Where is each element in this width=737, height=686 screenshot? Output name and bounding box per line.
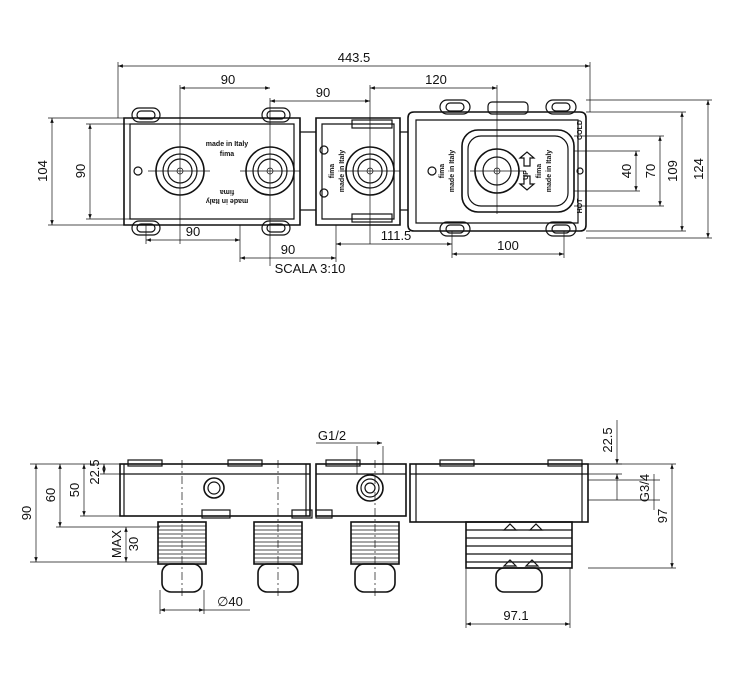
valve-stem <box>253 460 303 598</box>
top-view-lugs <box>131 99 577 237</box>
inlet-port <box>356 474 384 502</box>
dim-40: 40 <box>619 164 634 178</box>
dim-104: 104 <box>35 160 50 182</box>
stamp-text: fima <box>220 188 235 195</box>
dim-50: 50 <box>67 483 82 497</box>
dim-97: 97 <box>655 509 670 523</box>
dim-90: 90 <box>221 72 235 87</box>
dim-124: 124 <box>691 158 706 180</box>
arrow-up-icon <box>518 151 536 167</box>
dim-90-bottom: 90 <box>281 242 295 257</box>
front-dimensions <box>30 420 676 628</box>
dim-22-5-left: 22.5 <box>87 459 102 484</box>
dim-90: 90 <box>316 85 330 100</box>
thread-g3-4: G3/4 <box>637 474 652 502</box>
label-up: UP <box>523 170 530 180</box>
dim-120: 120 <box>425 72 447 87</box>
valve-stem <box>350 460 400 598</box>
top-dimensions <box>48 62 712 262</box>
dim-109: 109 <box>665 160 680 182</box>
front-view-body <box>119 459 589 523</box>
stamp-text: fima <box>329 164 336 179</box>
dim-diameter-40: ∅40 <box>217 594 243 609</box>
front-view: G1/2 22.5 G3/4 97 22.5 50 60 90 MAX 30 ∅… <box>19 420 676 628</box>
top-view: made in Italy fima fima made in Italy fi… <box>35 50 712 276</box>
stamp-text: made in Italy <box>546 150 553 193</box>
dim-97-1: 97.1 <box>503 608 528 623</box>
top-view-holes <box>133 145 584 198</box>
top-view-body <box>123 111 587 232</box>
dim-max-label: MAX <box>109 530 124 559</box>
valve-stem <box>157 460 207 598</box>
scale-label: SCALA 3:10 <box>275 261 346 276</box>
stamp-text: made in Italy <box>206 197 249 204</box>
stamp-text: made in Italy <box>449 150 456 193</box>
dim-overall-width: 443.5 <box>338 50 371 65</box>
mixer-lower <box>465 521 573 593</box>
valve-stems <box>157 460 400 598</box>
dim-70: 70 <box>643 164 658 178</box>
stamp-text: made in Italy <box>339 150 346 193</box>
stamp-text: made in Italy <box>206 141 249 148</box>
dim-30: 30 <box>126 537 141 551</box>
dim-90-front: 90 <box>19 506 34 520</box>
thread-g1-2: G1/2 <box>318 428 346 443</box>
dim-60: 60 <box>43 488 58 502</box>
arrow-down-icon <box>518 175 536 191</box>
label-hot: HOT <box>577 198 584 214</box>
label-cold: COLD <box>577 120 584 140</box>
stamp-text: fima <box>220 151 235 158</box>
stamp-text: fima <box>439 164 446 179</box>
dim-90-left: 90 <box>73 164 88 178</box>
dim-100: 100 <box>497 238 519 253</box>
dim-22-5-right: 22.5 <box>600 427 615 452</box>
stamp-text: fima <box>536 164 543 179</box>
dim-111-5: 111.5 <box>381 228 412 243</box>
center-lines <box>148 85 524 266</box>
dim-90-bottom: 90 <box>186 224 200 239</box>
